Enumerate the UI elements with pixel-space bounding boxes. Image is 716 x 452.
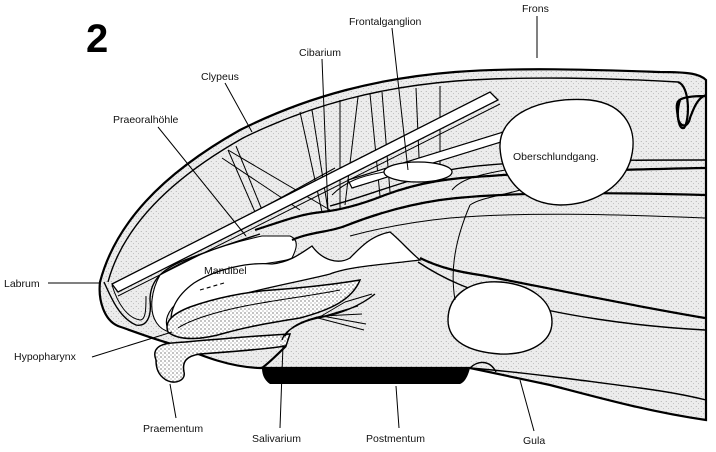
label-postmentum: Postmentum bbox=[366, 433, 425, 445]
label-gula: Gula bbox=[523, 435, 545, 447]
label-salivarium: Salivarium bbox=[252, 433, 301, 445]
label-mandibel: Mandibel bbox=[204, 265, 247, 277]
figure-number: 2 bbox=[86, 17, 108, 61]
label-praeoralhoehle: Praeoralhöhle bbox=[113, 114, 179, 126]
label-oberschlundgang: Oberschlundgang. bbox=[513, 151, 599, 163]
label-labrum: Labrum bbox=[4, 278, 40, 290]
label-clypeus: Clypeus bbox=[201, 71, 239, 83]
postmentum-plate bbox=[262, 368, 470, 384]
label-hypopharynx: Hypopharynx bbox=[14, 351, 77, 363]
label-cibarium: Cibarium bbox=[299, 47, 341, 59]
label-frons: Frons bbox=[522, 3, 549, 15]
label-frontalganglion: Frontalganglion bbox=[349, 16, 422, 28]
label-praementum: Praementum bbox=[143, 423, 203, 435]
frontal-ganglion bbox=[384, 162, 452, 182]
